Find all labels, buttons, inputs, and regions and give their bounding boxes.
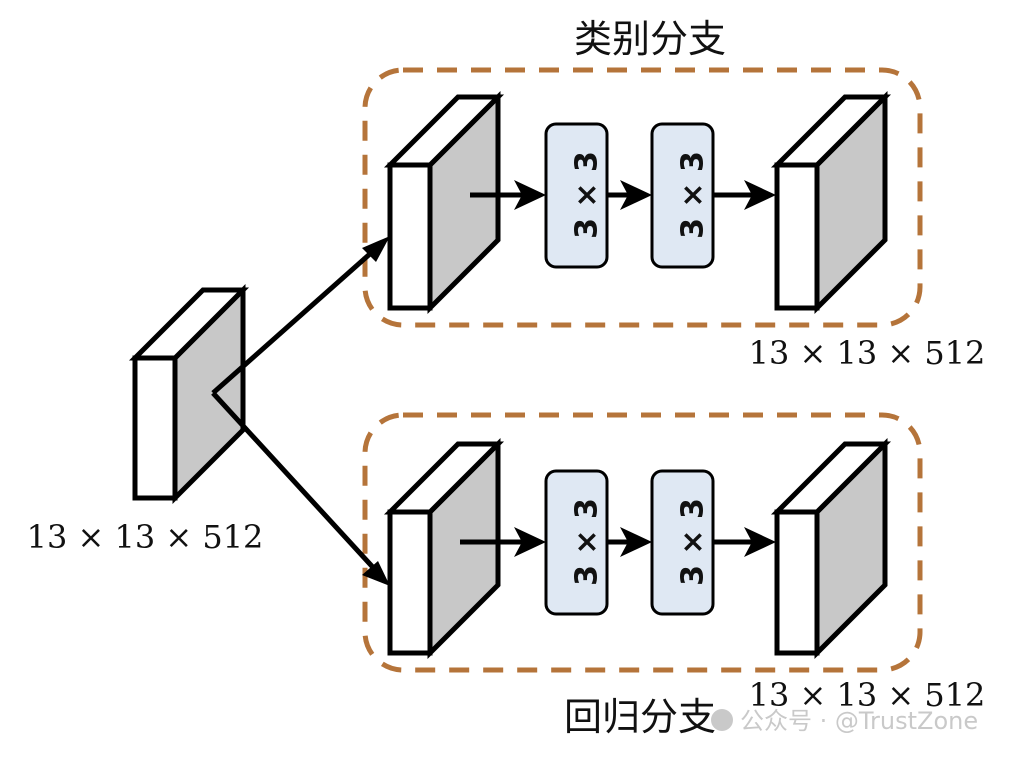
- classification-output-block: [770, 90, 892, 315]
- arrowhead-classification: [362, 236, 390, 262]
- input-feature-block: [128, 283, 250, 505]
- kernel-label: 3 × 3: [676, 498, 711, 586]
- regression-arrows: [460, 527, 776, 557]
- input-dimension-label: 13 × 13 × 512: [27, 518, 264, 556]
- arrow-to-classification: [211, 243, 382, 395]
- classification-kernel-1: 3 × 3: [544, 122, 609, 269]
- watermark-text: 公众号 · @TrustZone: [740, 707, 978, 735]
- regression-output-dimension-label: 13 × 13 × 512: [749, 676, 986, 714]
- classification-branch-title: 类别分支: [574, 17, 726, 61]
- classification-input-block: [383, 90, 505, 315]
- kernel-label: 3 × 3: [676, 151, 711, 239]
- arrow-to-regression: [211, 391, 382, 577]
- wechat-icon: [711, 709, 733, 731]
- classification-output-dimension-label: 13 × 13 × 512: [749, 334, 986, 372]
- classification-kernel-2: 3 × 3: [650, 122, 715, 269]
- regression-branch-container: [362, 412, 923, 673]
- regression-output-block: [770, 437, 892, 660]
- classification-arrows: [470, 180, 776, 210]
- watermark: 公众号 · @TrustZone: [711, 707, 978, 735]
- regression-input-block: [383, 437, 505, 660]
- regression-branch-title: 回归分支: [564, 695, 716, 739]
- kernel-label: 3 × 3: [570, 151, 605, 239]
- classification-branch-container: [362, 67, 923, 328]
- kernel-label: 3 × 3: [570, 498, 605, 586]
- regression-kernel-1: 3 × 3: [544, 469, 609, 616]
- regression-kernel-2: 3 × 3: [650, 469, 715, 616]
- split-arrows: [211, 243, 382, 577]
- arrowhead-regression: [362, 561, 390, 586]
